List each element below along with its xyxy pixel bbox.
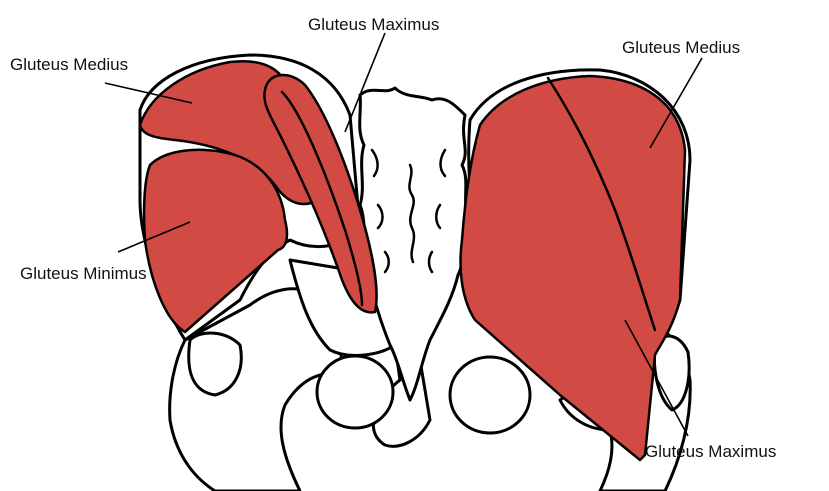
- left-obturator-foramen: [317, 356, 393, 428]
- right-obturator-foramen: [450, 357, 530, 433]
- label-gluteus-medius-right: Gluteus Medius: [622, 38, 740, 57]
- label-gluteus-maximus-bottom: Gluteus Maximus: [645, 442, 776, 461]
- label-gluteus-medius-left: Gluteus Medius: [10, 55, 128, 74]
- label-gluteus-maximus-top: Gluteus Maximus: [308, 15, 439, 34]
- label-gluteus-minimus: Gluteus Minimus: [20, 264, 147, 283]
